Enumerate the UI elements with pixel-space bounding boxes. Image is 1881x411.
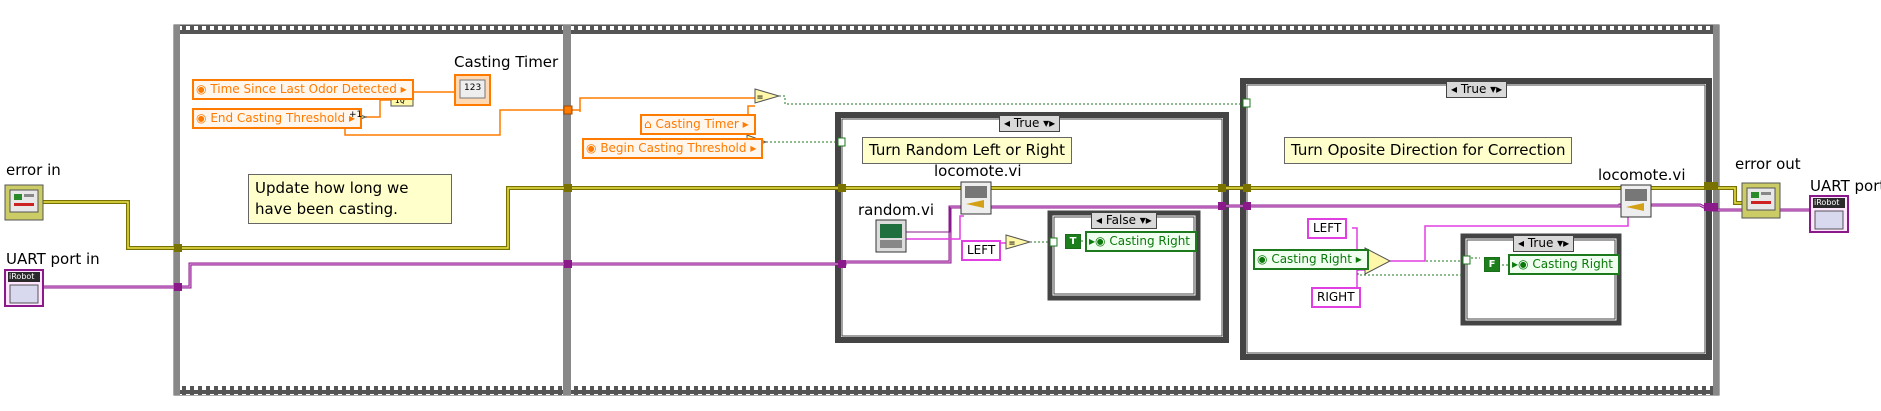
uart-out-icon (1809, 195, 1849, 233)
false-constant[interactable]: F (1484, 257, 1500, 272)
true-constant[interactable]: T (1065, 234, 1081, 249)
locomote-vi-2-icon (1620, 184, 1652, 218)
uart-in-label: UART port in (6, 250, 100, 268)
update-casting-comment: Update how long we have been casting. (248, 174, 452, 224)
globe-icon: ◉ (1518, 257, 1529, 271)
case1-uart-in (838, 260, 846, 268)
uart-in-robot-text: iRobot (9, 272, 35, 281)
globe-icon: ◉ (586, 141, 597, 155)
casting-timer-local-variable[interactable]: ⌂ Casting Timer ▸ (640, 114, 756, 135)
left-string-constant-2[interactable]: LEFT (1307, 218, 1348, 239)
begin-threshold-local-variable[interactable]: ◉ Begin Casting Threshold ▸ (582, 138, 764, 159)
locomote-vi-1-label: locomote.vi (934, 162, 1022, 180)
time-since-local-variable[interactable]: ◉ Time Since Last Odor Detected ▸ (192, 79, 414, 100)
frame-divider (563, 25, 571, 395)
globe-icon: ◉ (196, 111, 207, 125)
tunnel-uart-1 (564, 260, 572, 268)
random-vi-label: random.vi (858, 201, 934, 219)
random-vi-icon (875, 219, 907, 253)
case2-uart-out (1704, 203, 1718, 211)
globe-icon: ◉ (1257, 252, 1268, 266)
case1-error-out (1218, 184, 1226, 192)
right-string-constant[interactable]: RIGHT (1311, 287, 1361, 308)
uart-out-label: UART port (1810, 177, 1881, 195)
casting-right-local-variable-1[interactable]: ▸◉ Casting Right (1085, 231, 1198, 252)
uart-out-robot-text: iRobot (1814, 198, 1840, 207)
increment-label: +1 (349, 110, 363, 120)
inner1-selector-tunnel (1049, 237, 1058, 247)
error-in-label: error in (6, 161, 61, 179)
tunnel-timer (563, 105, 573, 115)
case2-error-out (1704, 182, 1718, 190)
case2-selector-tunnel (1242, 98, 1251, 108)
svg-text:=: = (1009, 238, 1015, 249)
inner-case1-selector[interactable]: ◂ False ▾▸ (1091, 212, 1157, 229)
case1-selector[interactable]: ◂ True ▾▸ (999, 115, 1061, 132)
error-out-label: error out (1735, 155, 1801, 173)
globe-icon: ◉ (1095, 234, 1106, 248)
error-in-icon (4, 184, 44, 221)
case2-uart-in (1243, 202, 1251, 210)
uart-wire (44, 203, 1810, 289)
locomote-vi-1-icon (960, 181, 992, 215)
casting-right-local-variable-2[interactable]: ◉ Casting Right ▸ (1253, 249, 1369, 270)
case2-comment: Turn Oposite Direction for Correction (1284, 137, 1573, 164)
error-wire (40, 186, 1742, 250)
case1-error-in (838, 184, 846, 192)
uart-in-icon (4, 269, 44, 307)
inner2-selector-tunnel (1462, 255, 1471, 265)
case1-selector-tunnel (837, 137, 846, 147)
home-icon: ⌂ (644, 117, 652, 131)
locomote-in-wires (901, 207, 951, 233)
globe-icon: ◉ (196, 82, 207, 96)
casting-timer-label: Casting Timer (454, 53, 559, 71)
svg-text:=: = (757, 92, 763, 103)
case2-selector[interactable]: ◂ True ▾▸ (1446, 81, 1508, 98)
casting-timer-indicator-icon (454, 74, 491, 106)
case1-uart-out (1218, 202, 1226, 210)
tunnel-uart-0 (174, 283, 182, 291)
svg-text:IQ: IQ (395, 96, 405, 105)
tunnel-error-1 (564, 184, 572, 192)
casting-right-local-variable-3[interactable]: ▸◉ Casting Right (1508, 254, 1621, 275)
tunnel-error-0 (174, 244, 182, 252)
inner-case2-selector[interactable]: ◂ True ▾▸ (1513, 235, 1575, 252)
left-string-constant-1[interactable]: LEFT (961, 240, 1002, 261)
case1-comment: Turn Random Left or Right (862, 137, 1073, 164)
case2-error-in (1243, 184, 1251, 192)
casting-timer-digits: 123 (464, 83, 482, 93)
error-out-icon (1741, 182, 1781, 219)
end-threshold-local-variable[interactable]: ◉ End Casting Threshold ▸ (192, 108, 362, 129)
locomote-vi-2-label: locomote.vi (1598, 166, 1686, 184)
